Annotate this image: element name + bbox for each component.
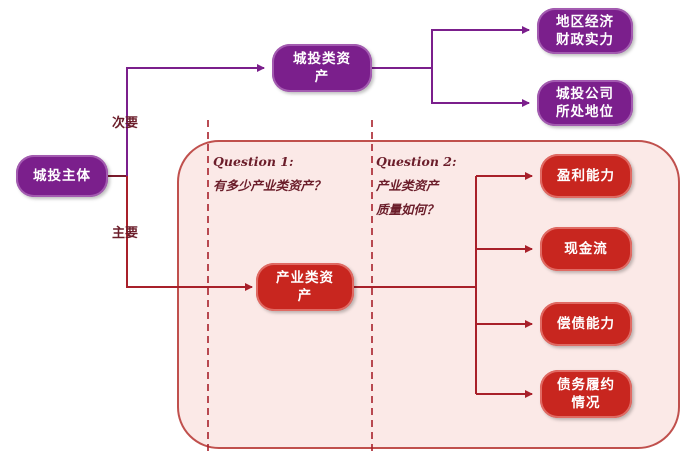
- node-regional-finance: 地区经济 财政实力: [537, 8, 633, 54]
- to-regional-finance: [431, 26, 530, 68]
- node-debt-performance: 债务履约 情况: [540, 370, 632, 418]
- node-urban-status: 城投公司 所处地位: [537, 80, 633, 126]
- edge-label-primary: 主要: [112, 226, 139, 241]
- edge-label-secondary: 次要: [112, 116, 139, 131]
- primary-branch: [126, 176, 253, 291]
- node-cash-flow: 现金流: [540, 227, 632, 271]
- node-industry-assets: 产业类资 产: [256, 263, 354, 311]
- node-urban-assets: 城投类资 产: [272, 44, 372, 92]
- question-1: Question 1: 有多少产业类资产？: [213, 154, 326, 193]
- question-2: Question 2: 产业类资产 质量如何？: [376, 154, 457, 217]
- node-solvency: 偿债能力: [540, 302, 632, 346]
- secondary-branch: [126, 64, 265, 176]
- node-profitability: 盈利能力: [540, 154, 632, 198]
- node-root: 城投主体: [16, 155, 108, 197]
- to-urban-status: [431, 68, 530, 107]
